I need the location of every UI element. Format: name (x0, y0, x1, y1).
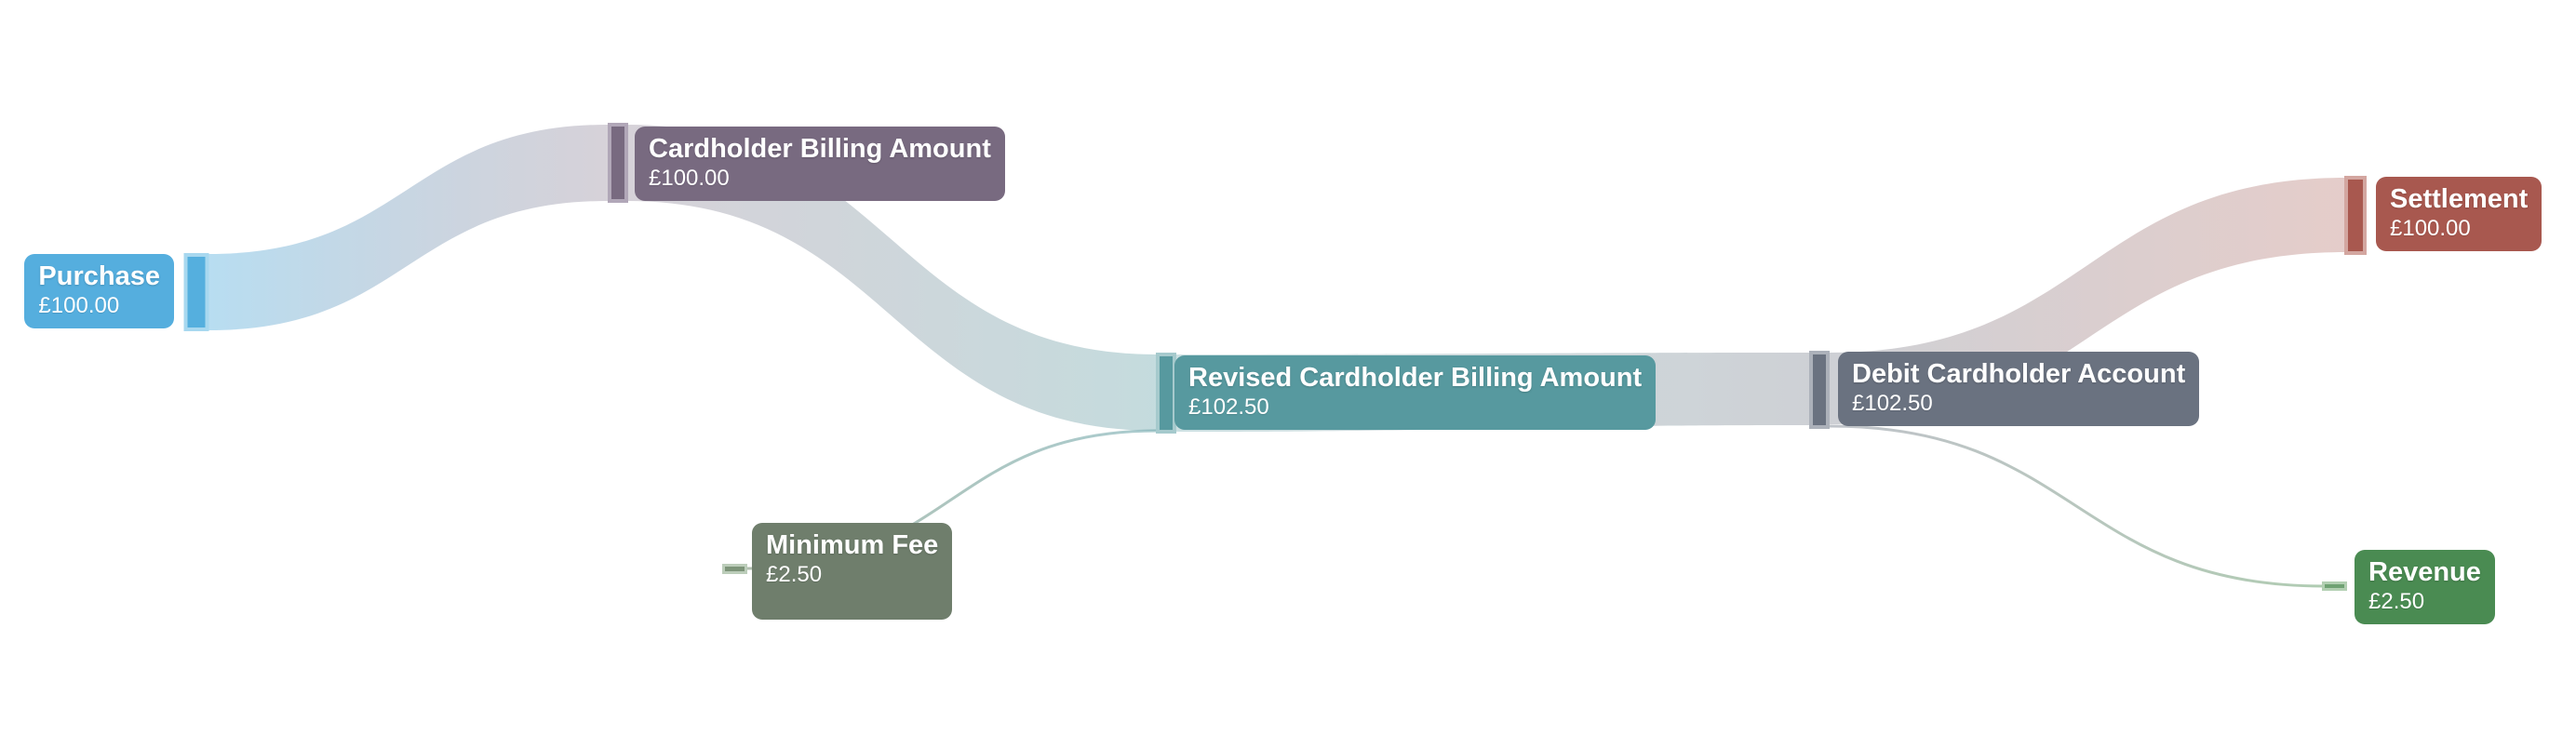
node-amount: £100.00 (649, 166, 730, 191)
node-amount: £102.50 (1188, 394, 1269, 420)
node-label-cardholder-billing[interactable]: Cardholder Billing Amount £100.00 (635, 127, 1005, 201)
node-amount: £2.50 (2368, 589, 2425, 614)
node-title: Cardholder Billing Amount (649, 134, 991, 164)
node-bar-debit[interactable] (1809, 351, 1830, 429)
node-bar-revised[interactable] (1156, 353, 1176, 434)
node-amount: £102.50 (1852, 391, 1933, 416)
link-cardholder-billing-to-revised[interactable] (626, 125, 1157, 431)
node-bar-minimum-fee[interactable] (722, 564, 747, 574)
link-debit-to-revenue[interactable] (1829, 424, 2325, 588)
link-purchase-to-cardholder-billing[interactable] (208, 125, 608, 330)
node-label-revised[interactable]: Revised Cardholder Billing Amount £102.5… (1174, 355, 1657, 430)
node-amount: £100.00 (2390, 216, 2471, 241)
node-title: Debit Cardholder Account (1852, 359, 2186, 389)
node-title: Purchase (38, 261, 160, 291)
node-label-purchase[interactable]: Purchase £100.00 (24, 254, 174, 328)
node-amount: £2.50 (766, 562, 823, 587)
node-label-settlement[interactable]: Settlement £100.00 (2376, 177, 2542, 251)
node-bar-purchase[interactable] (183, 253, 209, 331)
node-bar-revenue[interactable] (2322, 581, 2347, 591)
node-label-debit[interactable]: Debit Cardholder Account £102.50 (1838, 352, 2200, 426)
node-bar-cardholder-billing[interactable] (608, 123, 628, 203)
node-bar-settlement[interactable] (2344, 176, 2367, 255)
node-title: Minimum Fee (766, 530, 939, 560)
node-label-revenue[interactable]: Revenue £2.50 (2355, 550, 2495, 624)
node-title: Revised Cardholder Billing Amount (1188, 363, 1643, 393)
node-title: Settlement (2390, 184, 2529, 214)
node-title: Revenue (2368, 557, 2481, 587)
node-amount: £100.00 (38, 293, 120, 318)
node-label-minimum-fee[interactable]: Minimum Fee £2.50 (752, 523, 953, 620)
